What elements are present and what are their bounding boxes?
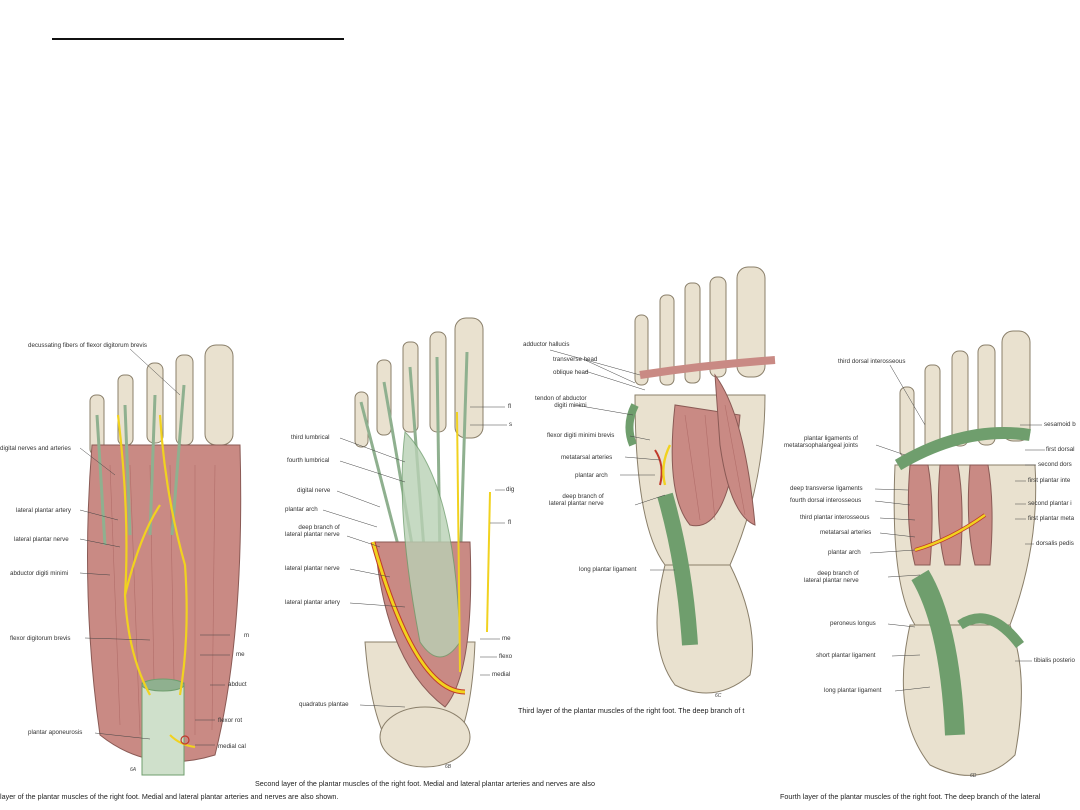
figure-signature: 6D <box>970 773 977 779</box>
label: peroneus longus <box>830 620 876 627</box>
label: second dors <box>1038 461 1072 468</box>
label: first dorsal <box>1046 446 1075 453</box>
label: third plantar interosseous <box>800 514 870 521</box>
label: decussating fibers of flexor digitorum b… <box>28 342 147 349</box>
title-underline <box>52 38 344 40</box>
label: deep branch of lateral plantar nerve <box>285 524 340 538</box>
first-layer-illustration <box>79 344 242 776</box>
label: fl <box>508 519 512 526</box>
second-layer-panel: third lumbrical fourth lumbrical digital… <box>255 312 515 774</box>
label: me <box>502 635 511 642</box>
label: first plantar meta <box>1028 515 1075 522</box>
label: oblique head <box>553 369 589 376</box>
label: long plantar ligament <box>824 687 882 694</box>
label: deep transverse ligaments <box>790 485 863 492</box>
label: short plantar ligament <box>816 652 876 659</box>
label: lateral plantar nerve <box>285 565 340 572</box>
label: lateral plantar artery <box>16 507 72 514</box>
label: quadratus plantae <box>299 701 349 708</box>
label: plantar arch <box>828 549 861 556</box>
label: digital nerves and arteries <box>0 445 71 452</box>
third-layer-illustration <box>549 266 776 694</box>
label: fl <box>508 403 512 410</box>
label: lateral plantar nerve <box>14 536 69 543</box>
label: lateral plantar artery <box>285 599 341 606</box>
label: deep branch of lateral plantar nerve <box>804 570 859 584</box>
label: adductor hallucis <box>523 341 570 348</box>
label: m <box>244 632 250 639</box>
label: plantar aponeurosis <box>28 729 83 736</box>
label: dorsalis pedis <box>1036 540 1074 547</box>
label: tibialis posterio <box>1034 657 1075 664</box>
label: abduct <box>228 681 247 688</box>
figure-signature: 6C <box>715 693 722 699</box>
label: plantar ligaments of metatarsophalangeal… <box>784 435 858 449</box>
fourth-layer-panel: third dorsal interosseous plantar ligame… <box>780 325 1080 787</box>
label: digital nerve <box>297 487 331 494</box>
label: flexor digitorum brevis <box>10 635 71 642</box>
second-layer-illustration <box>322 317 507 768</box>
label: sesamoid b <box>1044 421 1076 428</box>
label: flexor digiti minimi brevis <box>547 432 615 439</box>
third-layer-panel: adductor hallucis transverse head obliqu… <box>515 265 780 705</box>
label: me <box>236 651 245 658</box>
first-layer-panel: decussating fibers of flexor digitorum b… <box>0 335 255 785</box>
figure-caption-first: layer of the plantar muscles of the righ… <box>0 792 339 801</box>
label: medial cal <box>218 743 246 750</box>
label: fourth lumbrical <box>287 457 330 464</box>
label: flexor rot <box>218 717 243 724</box>
figure-caption-third: Third layer of the plantar muscles of th… <box>518 706 745 715</box>
label: plantar arch <box>285 506 318 513</box>
label: transverse head <box>553 356 598 363</box>
label: first plantar inte <box>1028 477 1071 484</box>
label: metatarsal arteries <box>561 454 613 461</box>
label: flexo <box>499 653 513 660</box>
label: medial <box>492 671 511 678</box>
figure-caption-fourth: Fourth layer of the plantar muscles of t… <box>780 792 1041 801</box>
label: tendon of abductor digiti minimi <box>535 395 587 409</box>
label: s <box>509 421 513 428</box>
label: abductor digiti minimi <box>10 570 69 577</box>
figure-signature: 6B <box>445 764 452 770</box>
figure-signature: 6A <box>130 767 137 773</box>
label: third lumbrical <box>291 434 330 441</box>
figure-caption-second: Second layer of the plantar muscles of t… <box>255 779 595 788</box>
label: plantar arch <box>575 472 608 479</box>
label: dig <box>506 486 515 493</box>
label: second plantar i <box>1028 500 1072 507</box>
label: long plantar ligament <box>579 566 637 573</box>
label: deep branch of lateral plantar nerve <box>549 493 604 507</box>
label: fourth dorsal interosseous <box>790 497 862 504</box>
label: third dorsal interosseous <box>838 358 906 365</box>
label: metatarsal arteries <box>820 529 872 536</box>
fourth-layer-illustration <box>869 330 1045 776</box>
